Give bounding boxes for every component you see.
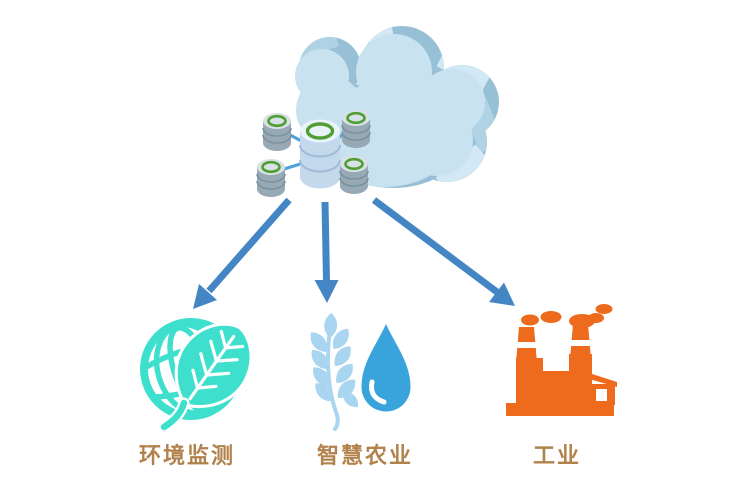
chimney-left-stripe bbox=[514, 342, 539, 348]
label-industry: 工业 bbox=[532, 443, 581, 468]
db-node bbox=[340, 108, 372, 150]
leaf-stem bbox=[160, 399, 188, 431]
hub-database bbox=[299, 119, 341, 189]
arrow-to-industry bbox=[371, 197, 515, 306]
factory-base bbox=[506, 403, 614, 416]
leaf-icon bbox=[174, 322, 253, 408]
globe-leaf-icon bbox=[140, 318, 253, 433]
annex-roof bbox=[589, 373, 617, 387]
db-node bbox=[261, 111, 293, 153]
label-smart-agriculture: 智慧农业 bbox=[316, 443, 413, 468]
arrow-to-smart-agriculture bbox=[314, 201, 339, 303]
smoke-puffs bbox=[521, 304, 613, 328]
wheat-waterdrop-icon bbox=[306, 312, 411, 431]
wheat-icon bbox=[306, 312, 362, 431]
database-cluster-icon bbox=[255, 108, 372, 199]
label-environmental-monitoring: 环境监测 bbox=[138, 443, 235, 468]
arrow-to-environmental-monitoring bbox=[193, 197, 292, 309]
chimney-right-stripe bbox=[568, 340, 593, 346]
factory-icon bbox=[506, 304, 617, 416]
db-node bbox=[338, 154, 370, 196]
annex-window bbox=[596, 389, 607, 401]
db-node bbox=[255, 157, 287, 199]
factory-building bbox=[516, 354, 592, 405]
waterdrop-icon bbox=[361, 324, 411, 412]
